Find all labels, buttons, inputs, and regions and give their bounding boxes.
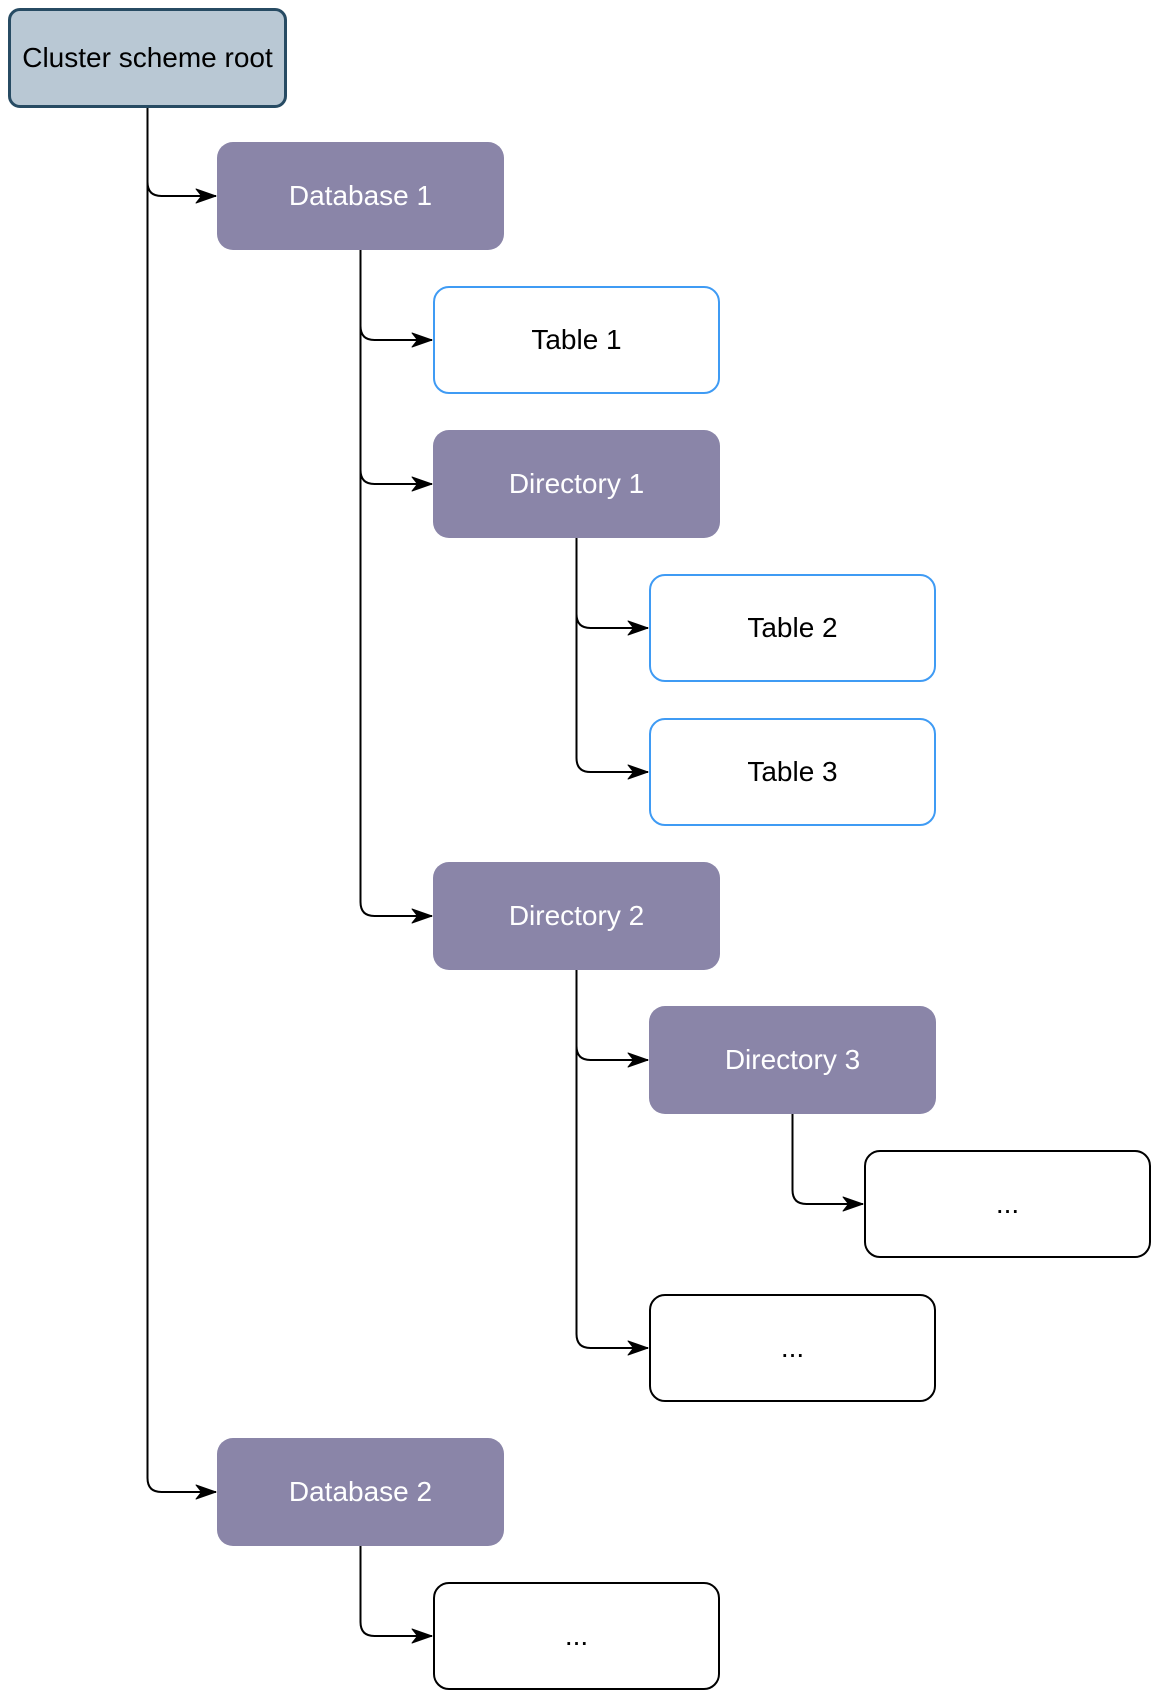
edge-database-1-table-1	[359, 250, 433, 348]
node-label: ...	[995, 1187, 1020, 1219]
node-more-under-directory-2: ...	[649, 1294, 936, 1402]
edge-database-1-directory-2	[359, 250, 433, 924]
edge-directory-3-more	[791, 1114, 864, 1212]
node-directory-3: Directory 3	[649, 1006, 936, 1114]
edge-directory-1-table-3	[575, 538, 649, 780]
node-directory-1: Directory 1	[433, 430, 720, 538]
edge-root-database-1	[146, 108, 217, 204]
node-database-2: Database 2	[217, 1438, 504, 1546]
edge-directory-1-table-2	[575, 538, 649, 636]
node-label: Database 2	[288, 1475, 433, 1507]
node-database-1: Database 1	[217, 142, 504, 250]
node-label: Table 3	[747, 755, 838, 787]
node-more-under-directory-3: ...	[864, 1150, 1151, 1258]
edge-database-1-directory-1	[359, 250, 433, 492]
edge-directory-2-more	[575, 970, 649, 1356]
node-table-3: Table 3	[649, 718, 936, 826]
node-table-2: Table 2	[649, 574, 936, 682]
node-label: Directory 1	[508, 467, 645, 499]
node-label: Cluster scheme root	[22, 41, 273, 73]
node-more-under-database-2: ...	[433, 1582, 720, 1690]
node-label: ...	[564, 1619, 589, 1651]
node-label: Database 1	[288, 179, 433, 211]
node-cluster-scheme-root: Cluster scheme root	[8, 8, 287, 108]
edge-directory-2-directory-3	[575, 970, 649, 1068]
node-directory-2: Directory 2	[433, 862, 720, 970]
node-label: ...	[780, 1331, 805, 1363]
edge-root-database-2	[146, 108, 217, 1500]
node-label: Directory 2	[508, 899, 645, 931]
node-label: Table 1	[531, 323, 622, 355]
node-label: Directory 3	[724, 1043, 861, 1075]
node-table-1: Table 1	[433, 286, 720, 394]
edge-database-2-more	[359, 1546, 433, 1644]
node-label: Table 2	[747, 611, 838, 643]
